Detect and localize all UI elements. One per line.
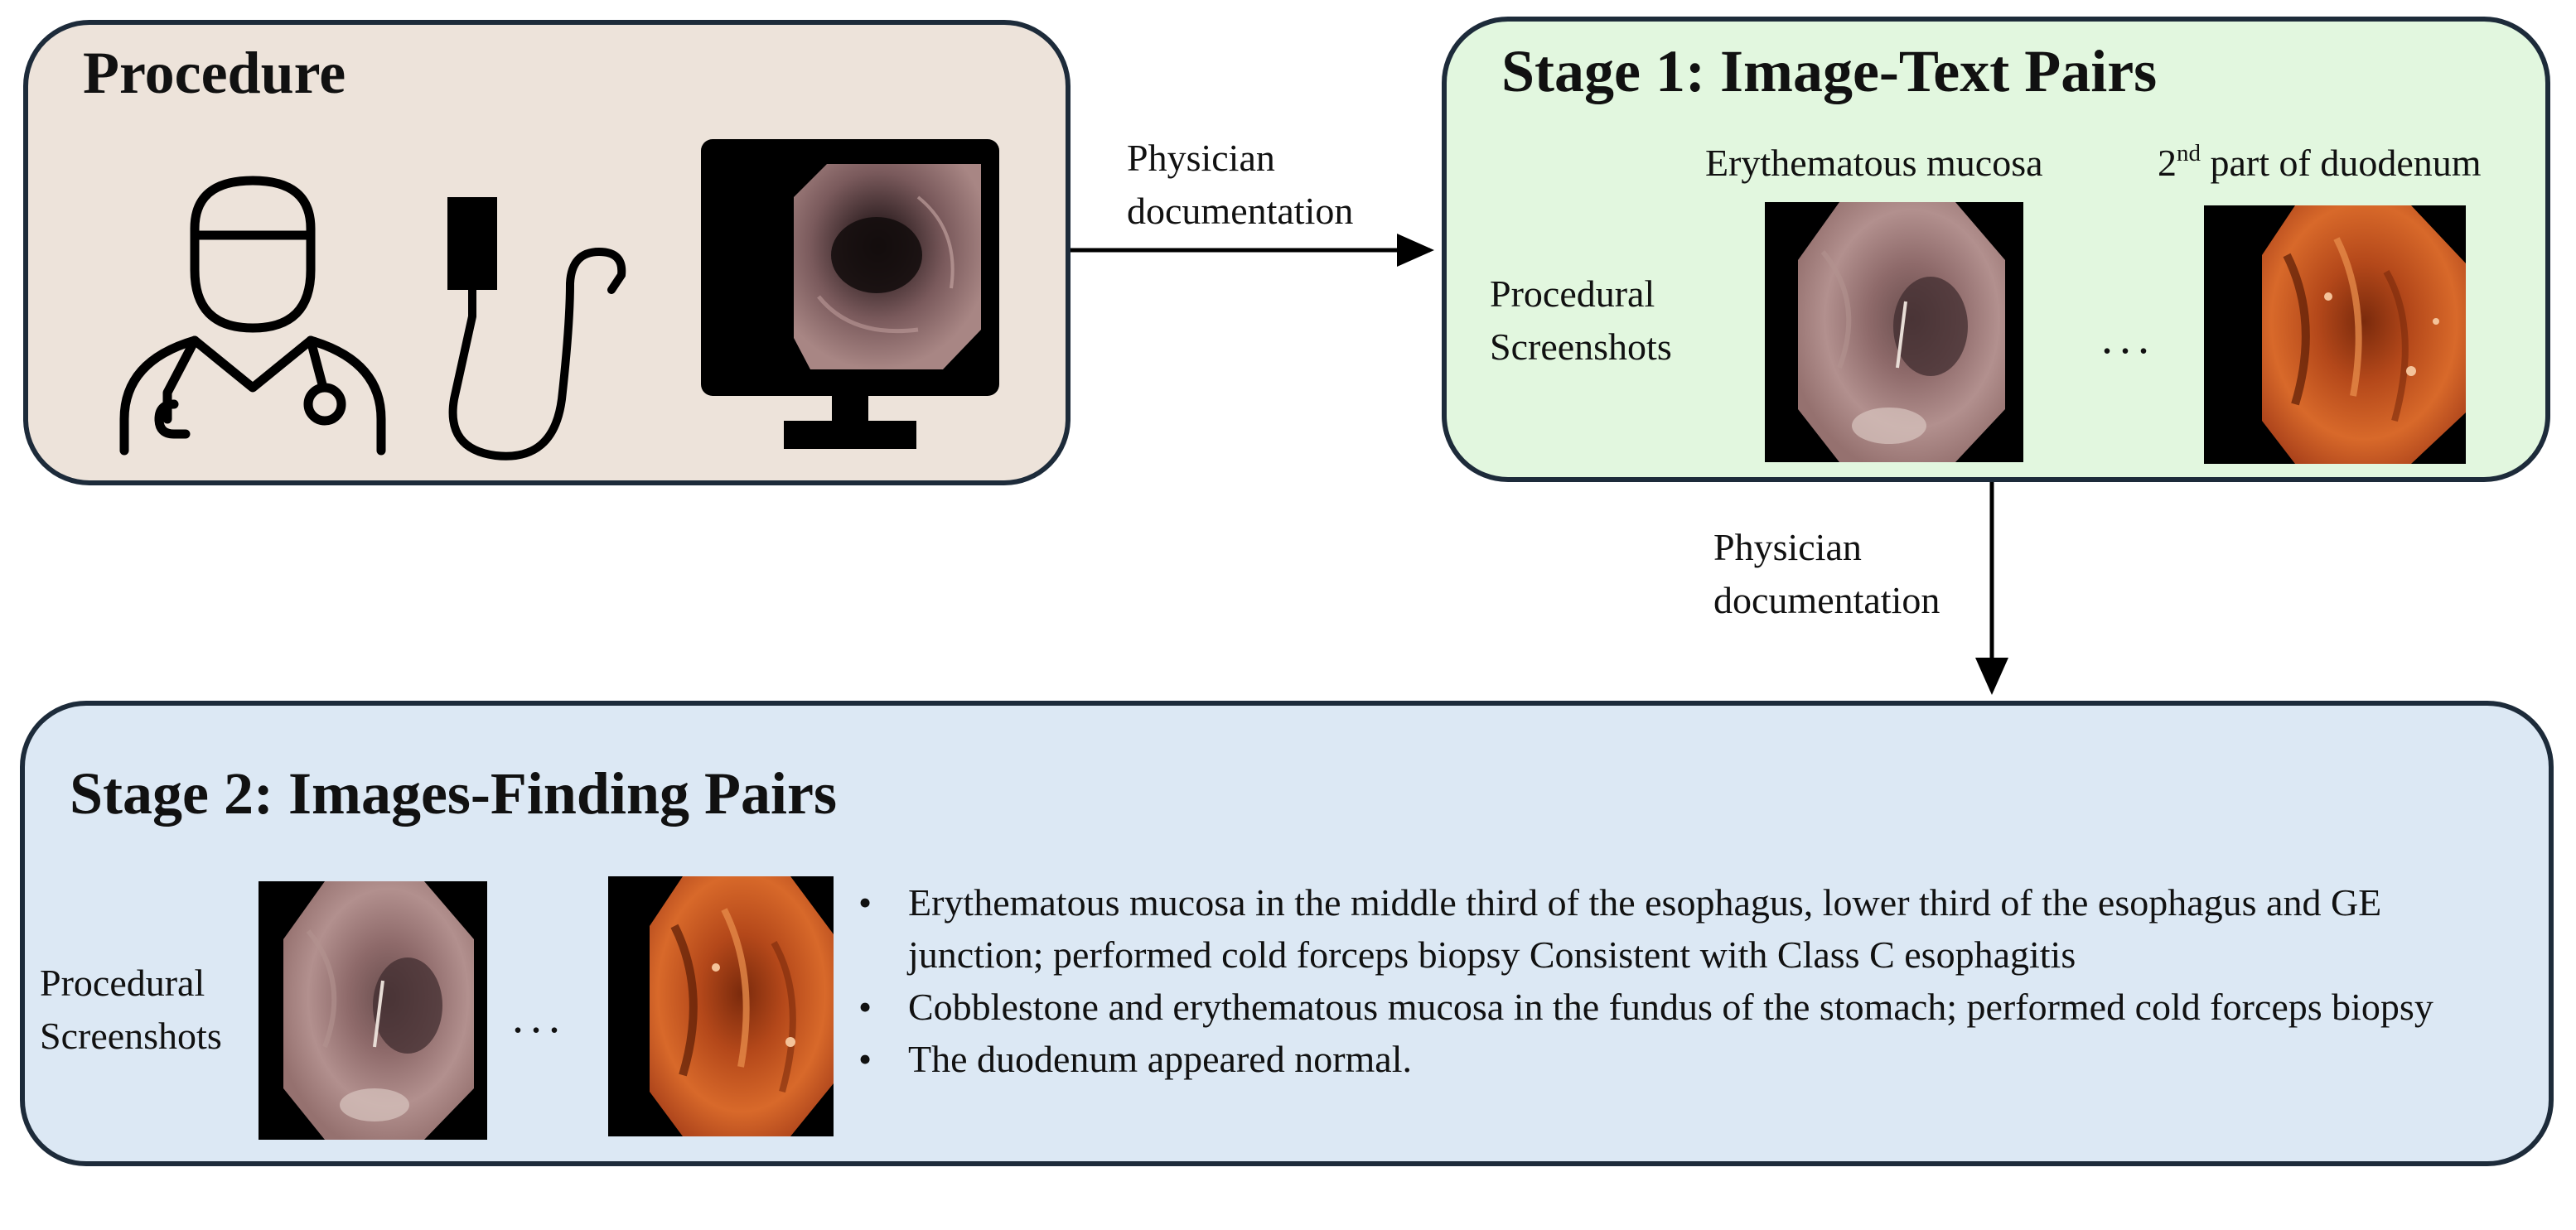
arrow1-label-line1: Physician [1127,137,1275,179]
finding-bullet: • [858,986,872,1028]
finding-bullet: • [858,881,872,924]
arrow1-label-line2: documentation [1127,190,1354,232]
stage1-duodenum-image [2204,205,2466,464]
findings-list: • Erythematous mucosa in the middle thir… [847,876,2520,1085]
stage1-title: Stage 1: Image-Text Pairs [1501,38,2158,104]
finding-item: • Erythematous mucosa in the middle thir… [847,876,2520,981]
finding-item: • The duodenum appeared normal. [847,1033,2520,1085]
procedure-title: Procedure [83,40,346,106]
monitor-endoscopy-image [794,164,981,369]
stage1-ellipsis: ... [2101,312,2156,364]
stage1-esophagus-image [1765,202,2023,462]
arrow2-label-line2: documentation [1713,579,1940,621]
stage1-row-label-line2: Screenshots [1490,326,1672,368]
stage2-duodenum-image [608,876,834,1136]
stage2-esophagus-image [259,881,487,1140]
arrow2-label-line1: Physician [1713,526,1862,568]
stage1-row-label-line1: Procedural [1490,273,1655,315]
finding-text: The duodenum appeared normal. [908,1038,1412,1080]
stage2-title: Stage 2: Images-Finding Pairs [70,760,837,827]
finding-text: Erythematous mucosa in the middle third … [908,881,2382,976]
stage1-caption-duodenum: 2nd part of duodenum [2158,137,2482,189]
stage2-row-label-line2: Screenshots [40,1015,222,1057]
finding-item: • Cobblestone and erythematous mucosa in… [847,981,2520,1033]
stage2-row-label-line1: Procedural [40,962,205,1004]
endoscope-icon [447,197,626,461]
physician-icon [119,176,386,456]
caption-rest: part of duodenum [2201,142,2482,184]
stage1-caption-erythematous: Erythematous mucosa [1705,142,2043,184]
monitor-icon [701,139,999,449]
caption-ordinal: 2 [2158,142,2177,184]
finding-bullet: • [858,1038,872,1080]
caption-ordinal-suffix: nd [2177,139,2201,166]
finding-text: Cobblestone and erythematous mucosa in t… [908,986,2433,1028]
stage2-ellipsis: ... [512,991,567,1043]
